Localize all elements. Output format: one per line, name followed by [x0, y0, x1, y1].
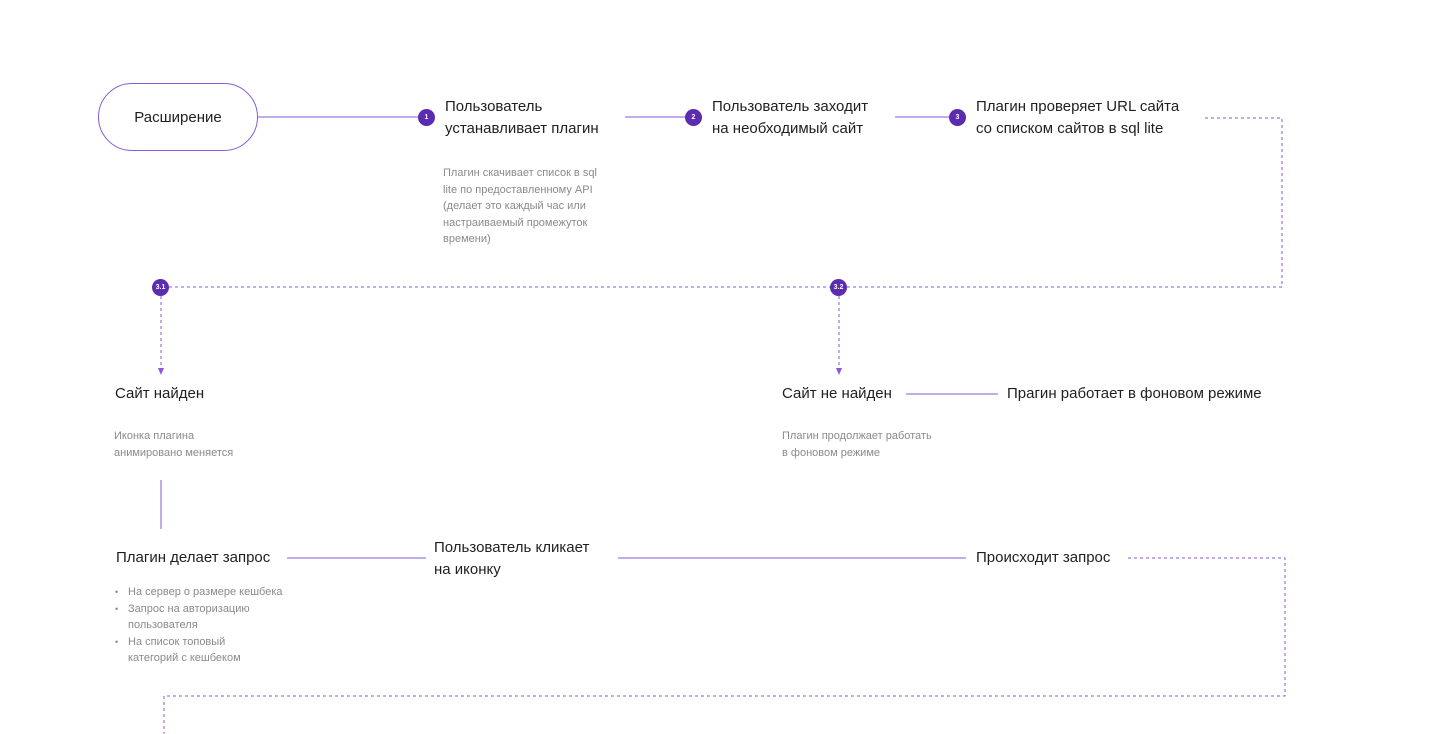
branch-notfound-title: Сайт не найден: [782, 385, 892, 402]
connector-step3-to-branches: [162, 117, 1283, 288]
start-node-label: Расширение: [134, 108, 222, 126]
list-item: На сервер о размере кешбека: [115, 584, 283, 601]
step-1-title: Пользователь устанавливает плагин: [445, 98, 599, 137]
step-2-badge: 2: [685, 109, 702, 126]
branch-found-note: Иконка плагина анимировано меняется: [114, 430, 234, 459]
step-3-badge: 3: [949, 109, 966, 126]
background-mode-title: Прагин работает в фоновом режиме: [1007, 385, 1262, 402]
user-click-title: Пользователь кликает на иконку: [434, 539, 590, 578]
step-1-badge: 1: [418, 109, 435, 126]
branch-found-title: Сайт найден: [115, 385, 205, 402]
plugin-request-title: Плагин делает запрос: [116, 549, 271, 566]
request-happens-title: Происходит запрос: [976, 549, 1111, 566]
connector-happens-loop: [163, 557, 1286, 734]
start-node-extension: Расширение: [98, 83, 258, 151]
branch-notfound-badge: 3.2: [830, 279, 847, 296]
step-3-title: Плагин проверяет URL сайта со списком са…: [976, 98, 1180, 137]
plugin-request-bullets: На сервер о размере кешбека Запрос на ав…: [115, 584, 283, 667]
branch-notfound-note: Плагин продолжает работать в фоновом реж…: [782, 430, 932, 459]
step-1-note: Плагин скачивает список в sql lite по пр…: [443, 167, 597, 245]
step-2-title: Пользователь заходит на необходимый сайт: [712, 98, 869, 137]
branch-found-badge: 3.1: [152, 279, 169, 296]
